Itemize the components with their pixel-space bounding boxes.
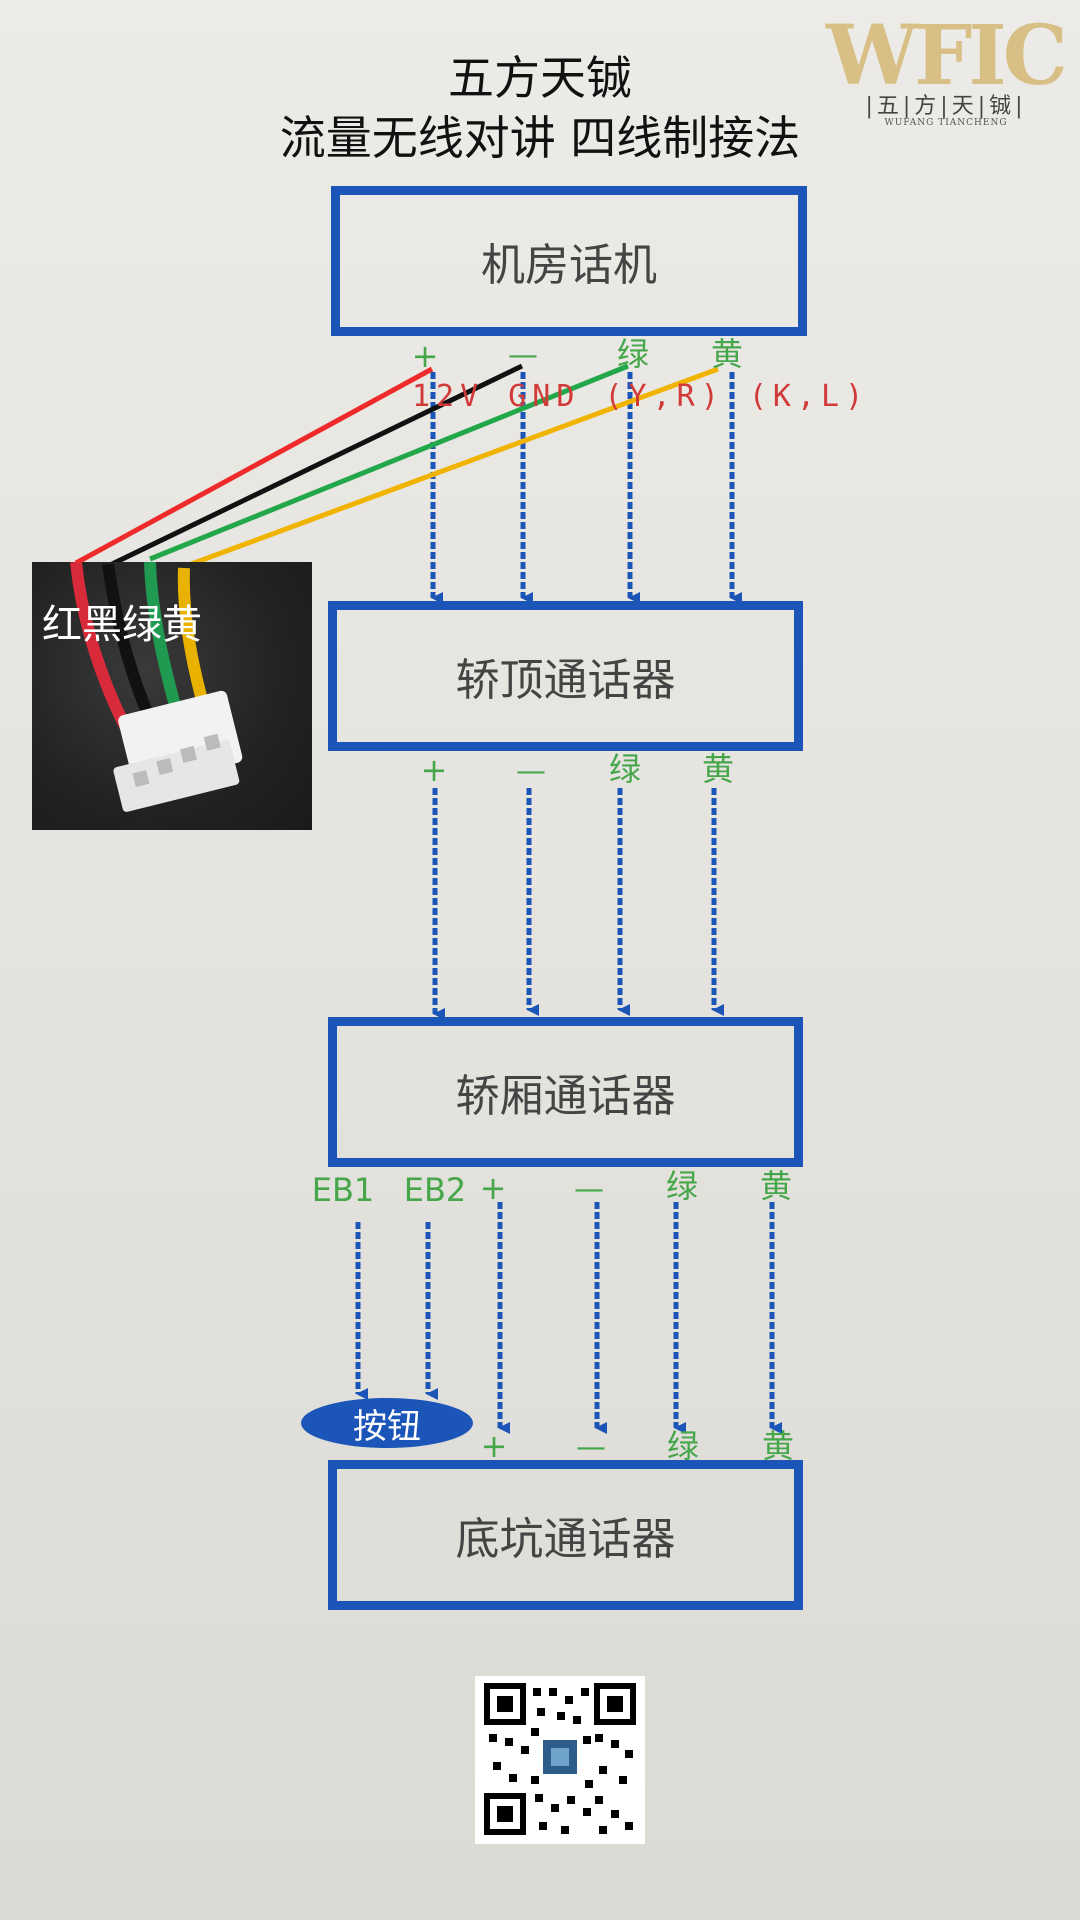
car-top-intercom-box: 轿顶通话器 [328,601,803,751]
page-title-line2: 流量无线对讲 四线制接法 [279,111,801,165]
terminal-yellow-row4: 黄 [761,1427,795,1465]
terminal-green-row2: 绿 [608,750,642,788]
car-top-intercom-label: 轿顶通话器 [455,655,676,706]
arrows-row1 [430,372,742,604]
terminal-green-row4: 绿 [666,1427,700,1465]
arrows-row2 [432,788,724,1020]
push-button-label: 按钮 [353,1406,421,1447]
car-inside-intercom-label: 轿厢通话器 [455,1071,676,1122]
wire-colors-label: 红黑绿黄 [42,602,202,648]
terminal-green-row1: 绿 [616,335,650,373]
wire-yellow [185,366,719,569]
terminal-minus-row2: — [516,754,546,789]
terminal-yellow-row1: 黄 [710,335,744,373]
terminal-plus-row4: + [480,1427,508,1465]
terminal-minus-row4: — [576,1430,606,1465]
terminal-minus-row3: — [574,1172,604,1207]
terminal-yellow-row3: 黄 [759,1167,793,1205]
qr-code [475,1676,645,1844]
terminal-plus-row3: + [479,1169,507,1207]
arrows-row3 [355,1202,782,1434]
pit-intercom-box: 底坑通话器 [328,1460,803,1610]
wire-lines [74,363,719,569]
page-title-line1: 五方天铖 [448,51,632,105]
terminal-eb1: EB1 [311,1171,375,1209]
terminal-green-row3: 绿 [665,1167,699,1205]
wire-black [106,363,524,569]
wire-red [74,366,434,566]
terminal-plus-row1: + [411,337,439,375]
signal-labels-row1: 12V GND (Y,R) (K,L) [412,379,870,414]
terminal-plus-row2: + [420,751,448,789]
terminal-yellow-row2: 黄 [701,750,735,788]
connector-illustration [70,562,243,812]
qr-code-graphic [484,1683,636,1835]
terminal-eb2: EB2 [403,1171,467,1209]
logo-mark: WFIC [826,8,1068,104]
terminal-minus-row1: — [508,338,538,373]
push-button: 按钮 [301,1398,473,1448]
connector-photo [32,562,312,830]
car-inside-intercom-box: 轿厢通话器 [328,1017,803,1167]
pit-intercom-label: 底坑通话器 [455,1514,676,1565]
machine-room-phone-label: 机房话机 [481,240,657,291]
wire-green [149,363,629,562]
machine-room-phone-box: 机房话机 [331,186,807,336]
logo-chinese: |五|方|天|铖| [865,94,1027,119]
logo-pinyin: WUFANG TIANCHENG [884,118,1008,128]
